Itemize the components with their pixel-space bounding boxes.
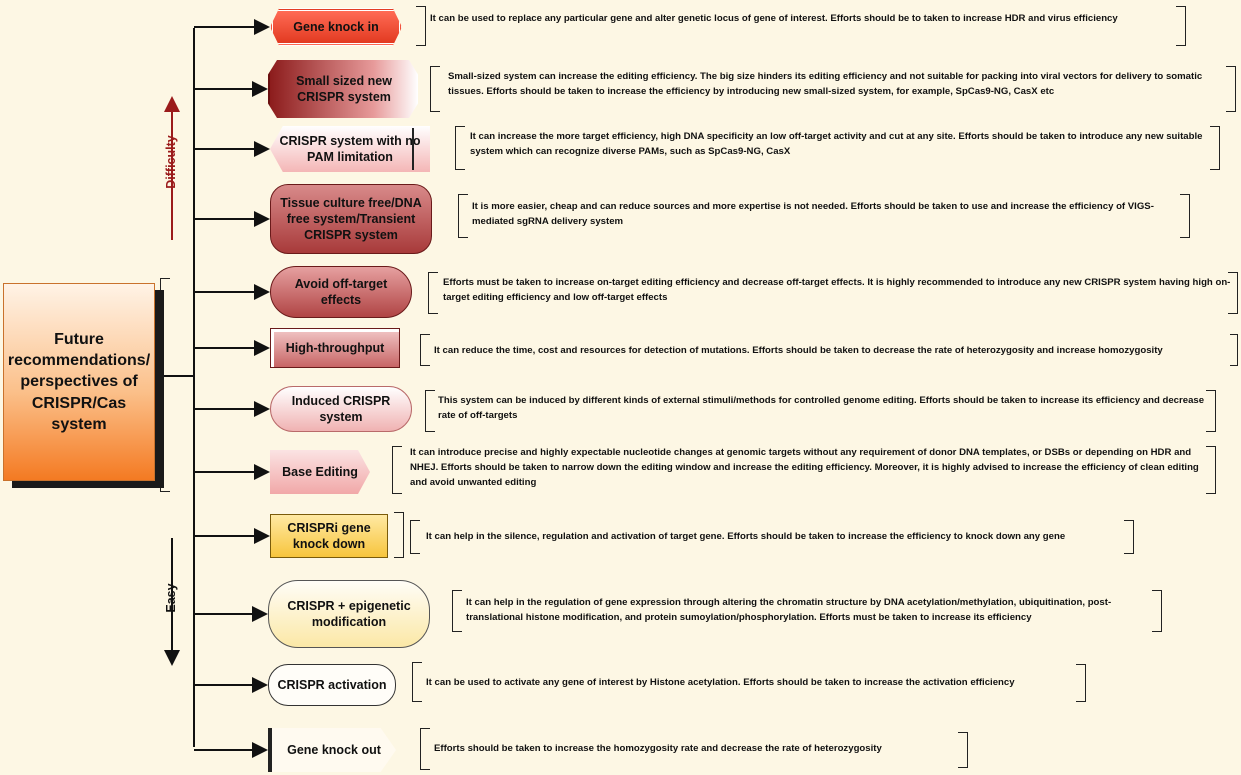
desc-induced-crispr: This system can be induced by different … (438, 395, 1205, 421)
node-label: Gene knock in (293, 19, 379, 34)
desc-avoid-off-target: Efforts must be taken to increase on-tar… (443, 277, 1231, 303)
desc-high-throughput: It can reduce the time, cost and resourc… (434, 345, 1163, 356)
node-gene-knock-in: Gene knock in (270, 8, 402, 46)
desc-bracket-end (1230, 334, 1238, 366)
desc-bracket (420, 728, 430, 770)
desc-bracket-end (1210, 126, 1220, 170)
node-label: High-throughput (285, 340, 385, 355)
desc-bracket-end (958, 732, 968, 768)
node-label: Induced CRISPR system (291, 393, 391, 424)
desc-bracket (430, 66, 440, 112)
node-avoid-off-target: Avoid off-target effects (270, 266, 412, 318)
node-crispr-activation: CRISPR activation (268, 664, 396, 706)
node-crispri-knock-down: CRISPRi gene knock down (270, 514, 388, 558)
node-label: CRISPR + epigenetic modification (287, 598, 411, 629)
desc-bracket (458, 194, 468, 238)
desc-crispr-activation: It can be used to activate any gene of i… (426, 677, 1015, 688)
node-label: Gene knock out (287, 742, 381, 757)
desc-crispri-knock-down: It can help in the silence, regulation a… (426, 531, 1066, 542)
easy-label: Easy (164, 583, 178, 613)
desc-no-pam-limitation: It can increase the more target efficien… (470, 131, 1203, 157)
desc-crispr-epigenetic: It can help in the regulation of gene ex… (466, 597, 1112, 623)
desc-bracket-end (1176, 6, 1186, 46)
root-box: Future recommendations/ perspectives of … (3, 283, 155, 481)
desc-bracket (455, 126, 465, 170)
node-label: CRISPRi gene knock down (287, 520, 371, 551)
desc-bracket (420, 334, 430, 366)
desc-base-editing: It can introduce precise and highly expe… (410, 447, 1199, 488)
node-label: Base Editing (282, 464, 358, 479)
node-edge-bar (412, 128, 414, 170)
desc-bracket (392, 446, 402, 494)
desc-bracket (412, 662, 422, 702)
desc-bracket (452, 590, 462, 632)
desc-bracket-end (1206, 390, 1216, 432)
node-label: Avoid off-target effects (294, 276, 388, 307)
desc-gene-knock-out: Efforts should be taken to increase the … (434, 743, 882, 754)
root-label: Future recommendations/ perspectives of … (7, 331, 151, 433)
desc-bracket-end (1152, 590, 1162, 632)
node-label: CRISPR system with no PAM limitation (279, 133, 421, 164)
desc-bracket-end (1206, 446, 1216, 494)
node-bracket (394, 512, 404, 558)
node-induced-crispr: Induced CRISPR system (270, 386, 412, 432)
desc-bracket-end (1226, 66, 1236, 112)
desc-bracket-end (1180, 194, 1190, 238)
node-crispr-epigenetic: CRISPR + epigenetic modification (268, 580, 430, 648)
desc-bracket (410, 520, 420, 554)
node-tissue-culture-free: Tissue culture free/DNA free system/Tran… (270, 184, 432, 254)
node-gene-knock-out: Gene knock out (268, 728, 396, 772)
node-no-pam-limitation: CRISPR system with no PAM limitation (270, 126, 430, 172)
node-label: CRISPR activation (277, 677, 387, 692)
desc-bracket (416, 6, 426, 46)
desc-bracket-end (1228, 272, 1238, 314)
node-small-sized-crispr: Small sized new CRISPR system (268, 60, 418, 118)
desc-bracket (425, 390, 435, 432)
desc-gene-knock-in: It can be used to replace any particular… (430, 13, 1118, 24)
desc-bracket (428, 272, 438, 314)
node-label: Tissue culture free/DNA free system/Tran… (280, 195, 422, 243)
difficulty-label: Difficulty (164, 135, 178, 189)
desc-tissue-culture-free: It is more easier, cheap and can reduce … (472, 201, 1154, 227)
node-high-throughput: High-throughput (270, 328, 400, 368)
node-label: Small sized new CRISPR system (296, 73, 392, 104)
node-base-editing: Base Editing (270, 450, 370, 494)
desc-bracket-end (1124, 520, 1134, 554)
desc-bracket-end (1076, 664, 1086, 702)
desc-small-sized-crispr: Small-sized system can increase the edit… (448, 71, 1203, 97)
